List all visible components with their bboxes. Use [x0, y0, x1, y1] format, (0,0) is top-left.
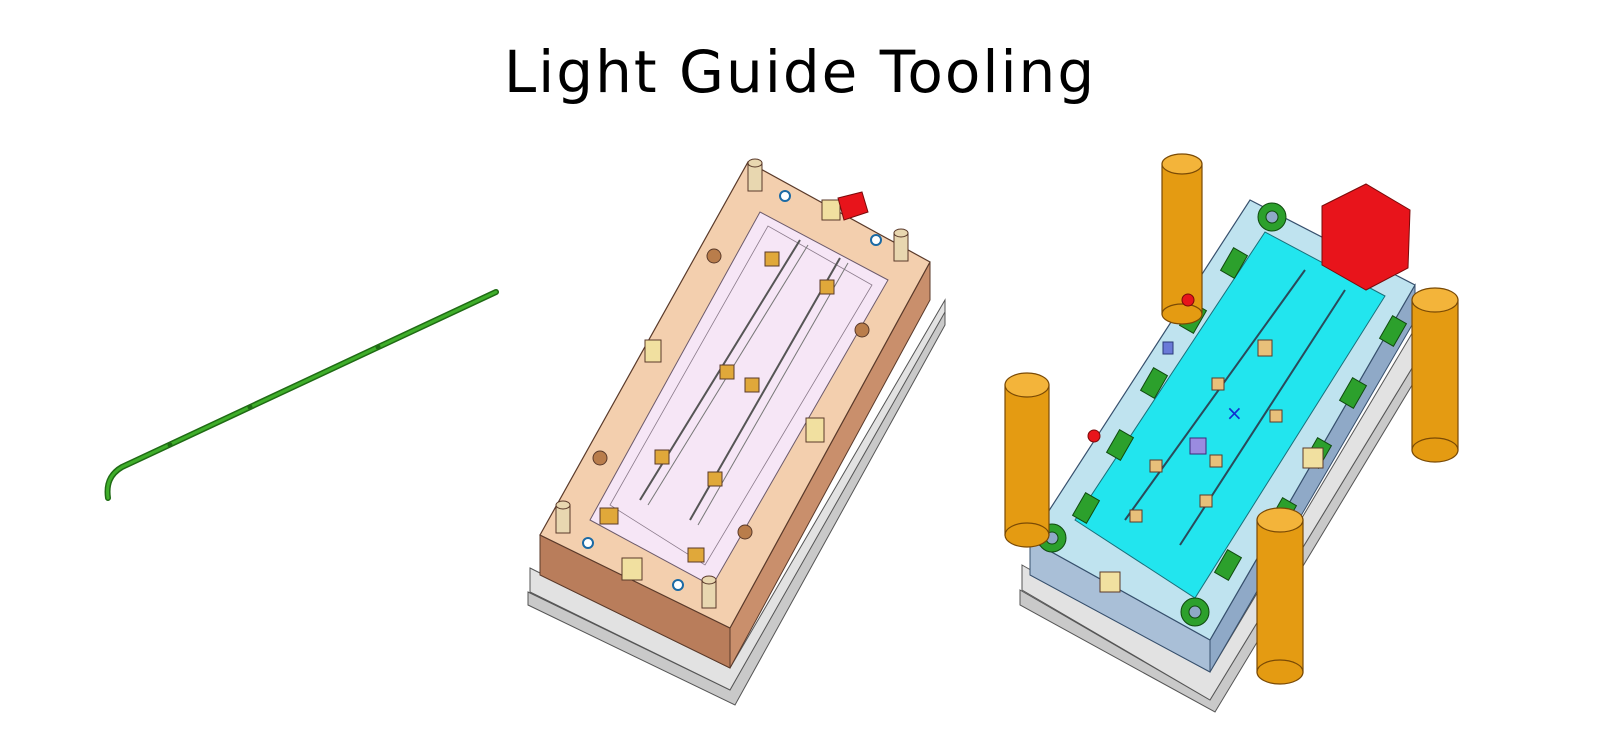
mold-core-half-icon [527, 158, 946, 706]
light-guide-part-icon [104, 289, 499, 501]
page-title: Light Guide Tooling [503, 38, 1097, 106]
mold-cavity-half-icon: × [1004, 153, 1459, 713]
svg-text:×: × [1226, 401, 1243, 425]
